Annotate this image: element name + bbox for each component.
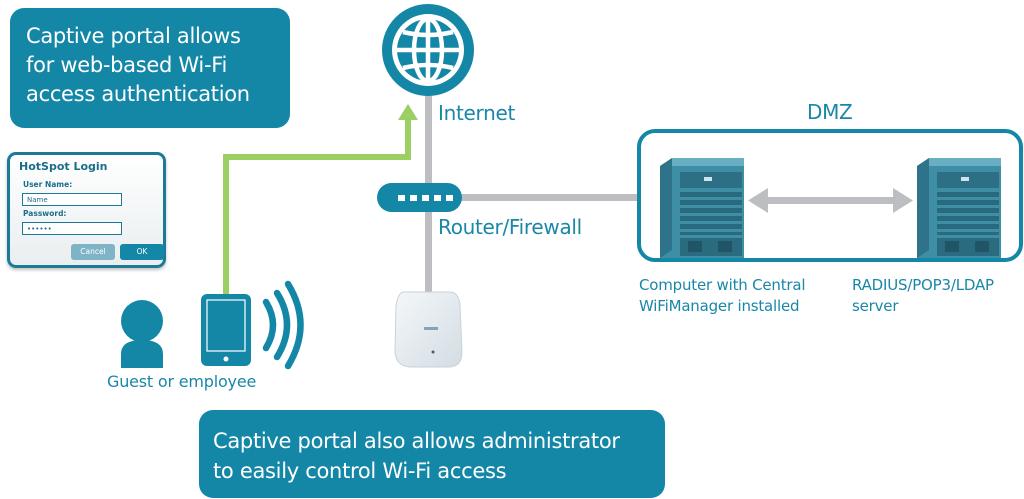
dmz-label: DMZ <box>807 100 853 124</box>
username-label: User Name: <box>23 180 73 189</box>
callout-line: for web-based Wi-Fi <box>26 53 228 77</box>
callout-admin-control: Captive portal also allows administrator… <box>199 410 665 498</box>
internet-label: Internet <box>438 101 516 125</box>
callout-line: Captive portal allows <box>26 24 241 48</box>
access-point-icon <box>394 291 463 368</box>
tablet-icon <box>201 294 251 366</box>
hotspot-login-dialog: HotSpot Login User Name: Name Password: … <box>7 152 166 268</box>
cancel-button[interactable]: Cancel <box>71 244 115 260</box>
wifi-signal-icon <box>262 280 304 370</box>
server-rack-icon <box>917 158 1001 258</box>
auth-server-label: RADIUS/POP3/LDAP server <box>852 275 994 317</box>
dialog-title: HotSpot Login <box>19 160 108 173</box>
server-rack-icon <box>660 158 744 258</box>
link-router-dmz <box>460 194 640 201</box>
person-icon <box>121 300 163 368</box>
label-line: RADIUS/POP3/LDAP <box>852 276 994 294</box>
green-path-arrow <box>223 104 418 296</box>
router-label: Router/Firewall <box>438 215 582 239</box>
callout-web-auth: Captive portal allows for web-based Wi-F… <box>10 8 290 128</box>
router-icon <box>377 183 462 212</box>
username-input[interactable]: Name <box>22 193 122 206</box>
password-label: Password: <box>23 209 67 218</box>
callout-line: access authentication <box>26 82 250 106</box>
label-line: Computer with Central <box>639 276 806 294</box>
label-line: WiFiManager installed <box>639 297 800 315</box>
password-input[interactable]: •••••• <box>22 222 122 235</box>
globe-icon <box>382 4 474 96</box>
user-label: Guest or employee <box>107 372 257 391</box>
manager-server-label: Computer with Central WiFiManager instal… <box>639 275 806 317</box>
label-line: server <box>852 297 899 315</box>
bidirectional-arrow-icon <box>748 188 913 213</box>
callout-line: Captive portal also allows administrator <box>213 429 620 453</box>
ok-button[interactable]: OK <box>120 244 164 260</box>
callout-line: to easily control Wi-Fi access <box>213 459 507 483</box>
